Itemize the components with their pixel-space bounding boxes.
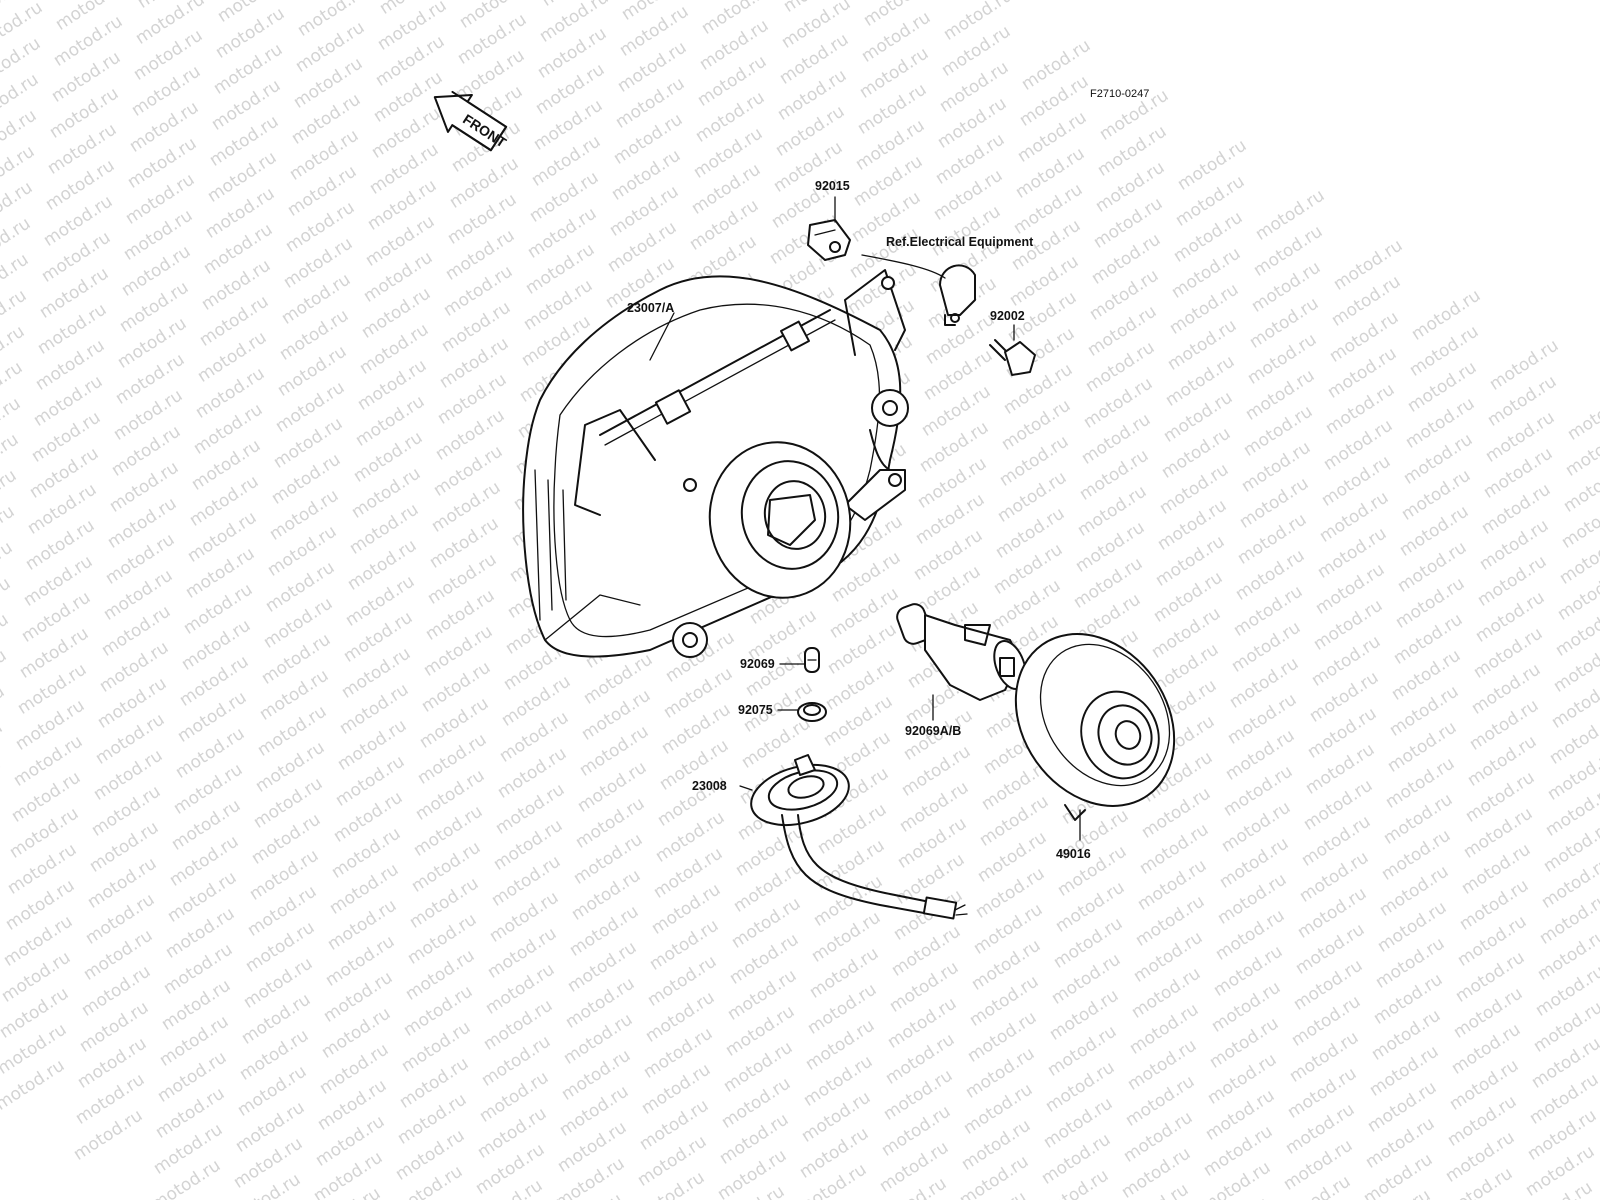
part-label-23008: 23008: [692, 779, 727, 793]
part-label-92015: 92015: [815, 179, 850, 193]
grommet-92075: [797, 702, 827, 722]
part-label-49016: 49016: [1056, 847, 1091, 861]
clip-nut-92015: [807, 219, 851, 261]
front-arrow-icon: FRONT: [433, 90, 510, 152]
part-label-92075: 92075: [738, 703, 773, 717]
socket-23008: [750, 754, 968, 920]
part-label-92069ab: 92069A/B: [905, 724, 961, 738]
leader-lines: [649, 196, 1081, 841]
part-label-92069: 92069: [740, 657, 775, 671]
ref-electrical-equipment-label: Ref.Electrical Equipment: [886, 235, 1034, 249]
headlight-housing: [522, 269, 909, 658]
main-bulb-92069ab: [896, 603, 1027, 701]
part-label-23007a: 23007/A: [627, 301, 674, 315]
dust-cover-49016: [1014, 633, 1176, 821]
small-bulb-92069: [804, 647, 820, 673]
bolt-92002: [989, 339, 1036, 376]
part-label-92002: 92002: [990, 309, 1025, 323]
harness-clamp: [939, 264, 976, 326]
diagram-code: F2710-0247: [1090, 88, 1149, 100]
